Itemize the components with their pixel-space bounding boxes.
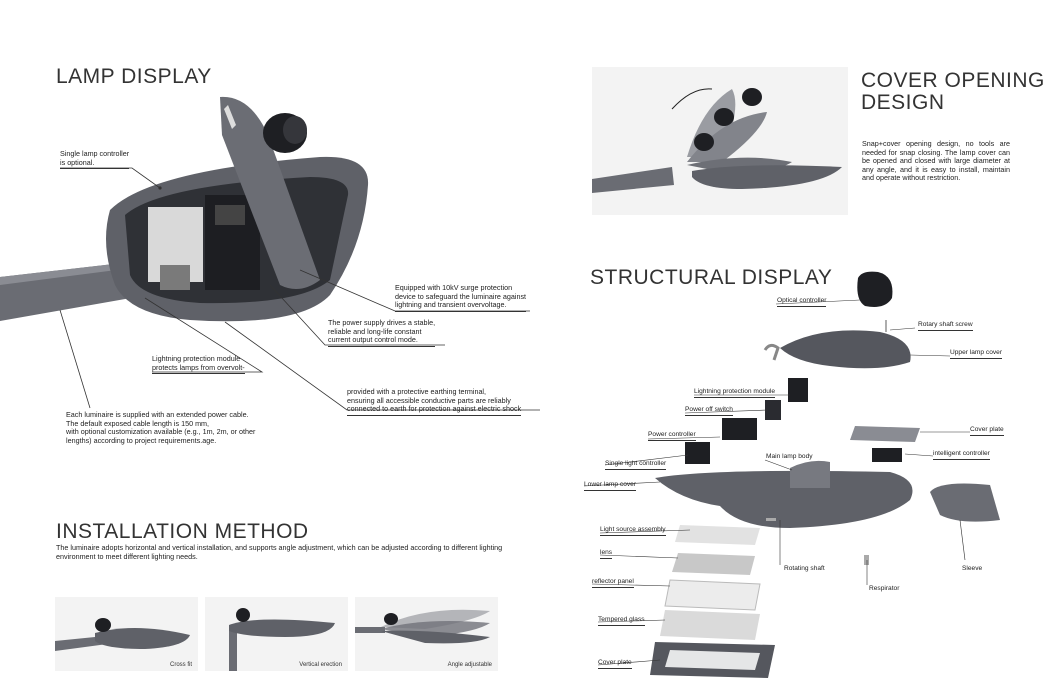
label-cover-plate-bottom: Cover plate <box>598 659 632 669</box>
install-photo-cross-fit: Cross fit <box>55 597 198 671</box>
callout-single-controller: Single lamp controller is optional. <box>60 149 130 170</box>
install-caption-angle: Angle adjustable <box>447 662 492 668</box>
lamp-display-title: LAMP DISPLAY <box>56 65 212 88</box>
label-power-controller: Power controller <box>648 431 696 441</box>
cover-opening-title-line2: DESIGN <box>861 91 945 114</box>
callout-earthing: provided with a protective earthing term… <box>347 387 522 416</box>
label-respirator: Respirator <box>869 585 900 592</box>
installation-description: The luminaire adopts horizontal and vert… <box>56 543 503 561</box>
label-rotating-shaft: Rotating shaft <box>784 565 825 572</box>
install-photo-angle: Angle adjustable <box>355 597 498 671</box>
label-lightning-module: Lightning protection module <box>694 388 776 398</box>
installation-title: INSTALLATION METHOD <box>56 520 309 543</box>
callout-power-supply: The power supply drives a stable, reliab… <box>328 318 436 347</box>
label-lens: lens <box>600 549 613 559</box>
callout-power-cable: Each luminaire is supplied with an exten… <box>66 410 256 445</box>
label-single-light-controller: Single light controller <box>605 460 667 470</box>
label-optical-controller: Optical controller <box>777 297 827 307</box>
label-intelligent-controller: intelligent controller <box>933 450 990 460</box>
cover-opening-photo <box>592 67 848 215</box>
callout-surge-protection: Equipped with 10kV surge protection devi… <box>395 283 527 312</box>
callout-lightning-module: Lightning protection module protects lam… <box>152 354 245 375</box>
label-cover-plate-top: Cover plate <box>970 426 1004 436</box>
lamp-illustration <box>0 96 369 322</box>
structural-title: STRUCTURAL DISPLAY <box>590 266 833 289</box>
label-main-lamp-body: Main lamp body <box>766 453 813 460</box>
label-upper-lamp-cover: Upper lamp cover <box>950 349 1003 359</box>
label-light-source-assembly: Light source assembly <box>600 526 666 536</box>
install-photo-vertical: Vertical erection <box>205 597 348 671</box>
install-caption-cross-fit: Cross fit <box>169 662 192 668</box>
label-sleeve: Sleeve <box>962 565 983 572</box>
cover-opening-description: Snap+cover opening design, no tools are … <box>862 139 1010 183</box>
cover-opening-title-line1: COVER OPENING <box>861 69 1045 92</box>
label-power-off-switch: Power off switch <box>685 406 733 416</box>
cover-opening-lamp-icon <box>592 88 842 193</box>
vertical-lamp-icon <box>229 608 335 671</box>
label-lower-lamp-cover: Lower lamp cover <box>584 481 637 491</box>
label-reflector-panel: reflector panel <box>592 578 634 588</box>
exploded-view-illustration <box>650 271 1000 678</box>
angle-lamp-icon <box>355 609 490 644</box>
cross-fit-lamp-icon <box>55 618 190 651</box>
label-tempered-glass: Tempered glass <box>598 616 645 626</box>
install-caption-vertical: Vertical erection <box>299 662 342 668</box>
label-rotary-shaft-screw: Rotary shaft screw <box>918 321 973 331</box>
